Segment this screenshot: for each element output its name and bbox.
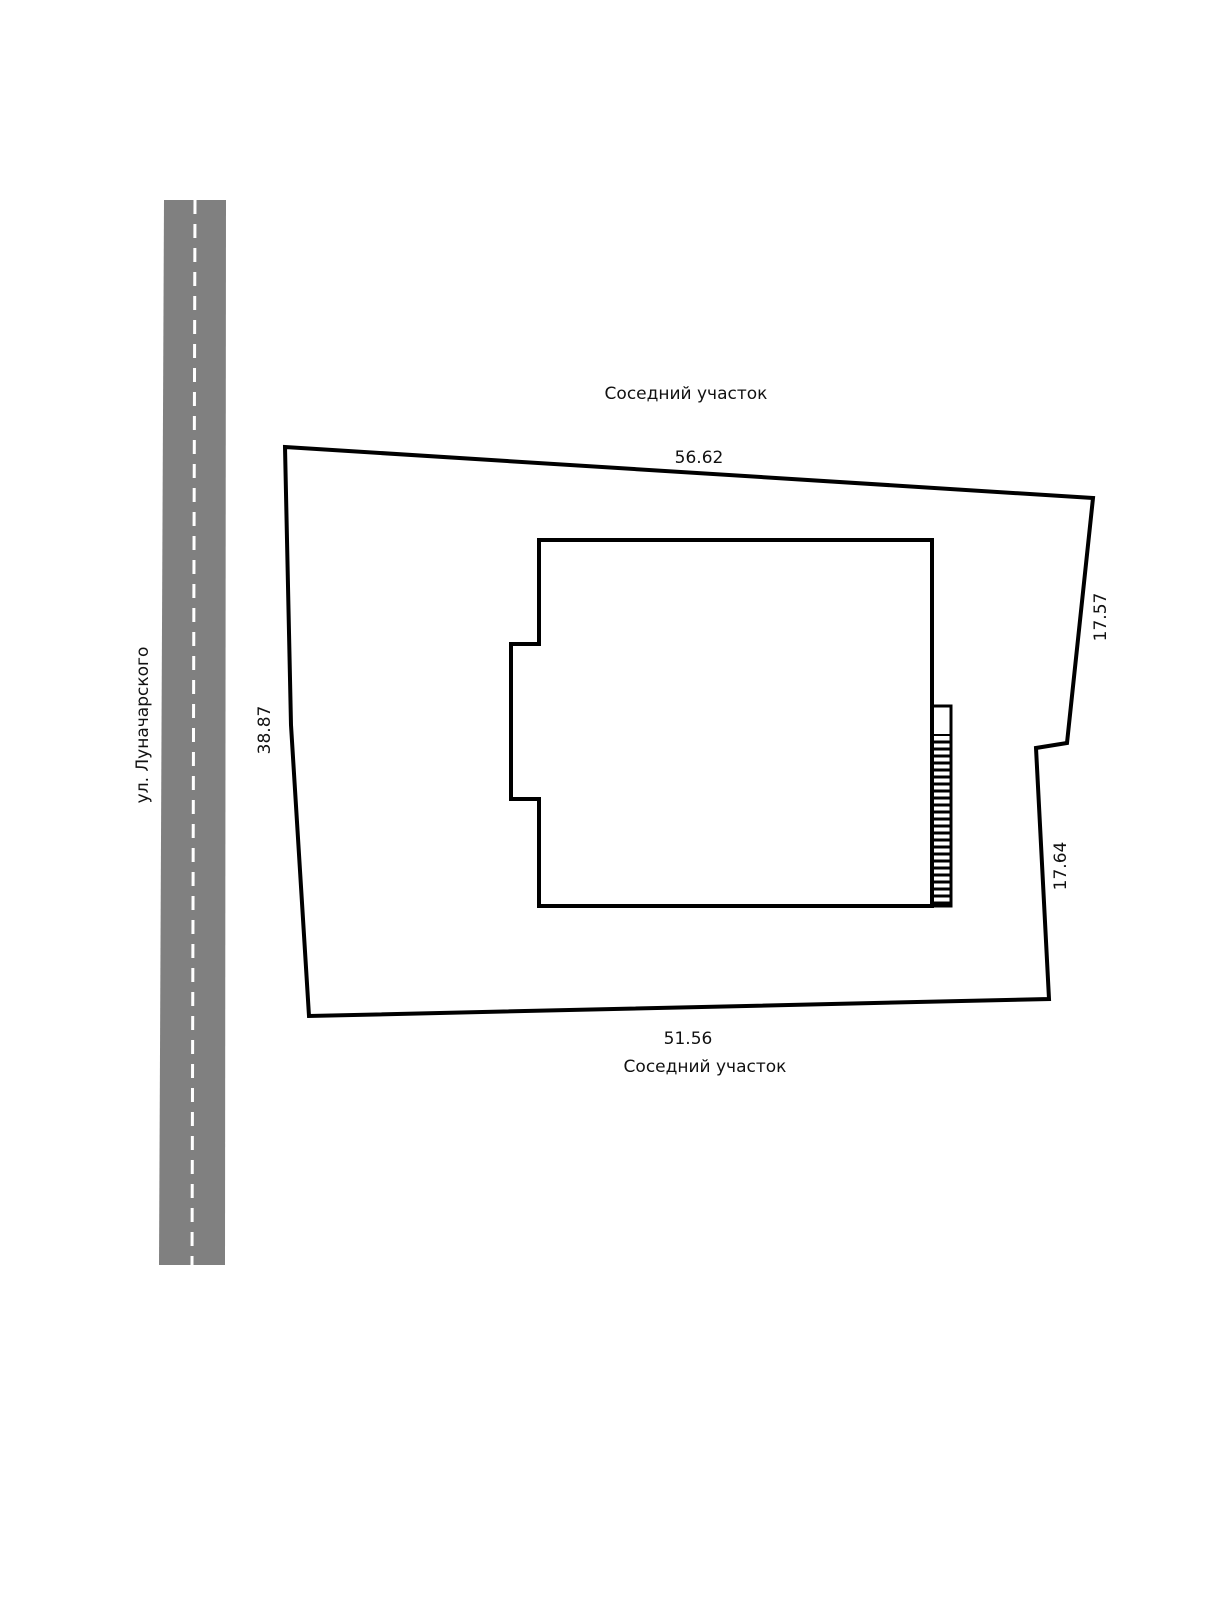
stairs: [930, 704, 953, 908]
dimension-east-upper: 17.57: [1091, 593, 1111, 642]
dimension-south: 51.56: [664, 1029, 713, 1049]
dimension-west: 38.87: [255, 706, 275, 755]
street-name-label: ул. Луначарского: [133, 647, 153, 804]
dimension-north: 56.62: [675, 448, 724, 468]
building-footprint: [509, 538, 934, 908]
dimension-east-lower: 17.64: [1051, 842, 1071, 891]
stair-steps: [932, 740, 951, 905]
road-center-line: [190, 199, 197, 1266]
road: [159, 199, 226, 1266]
neighbor-north-label: Соседний участок: [605, 384, 768, 404]
neighbor-south-label: Соседний участок: [624, 1057, 787, 1077]
parcel-boundary: [282, 444, 1096, 1019]
